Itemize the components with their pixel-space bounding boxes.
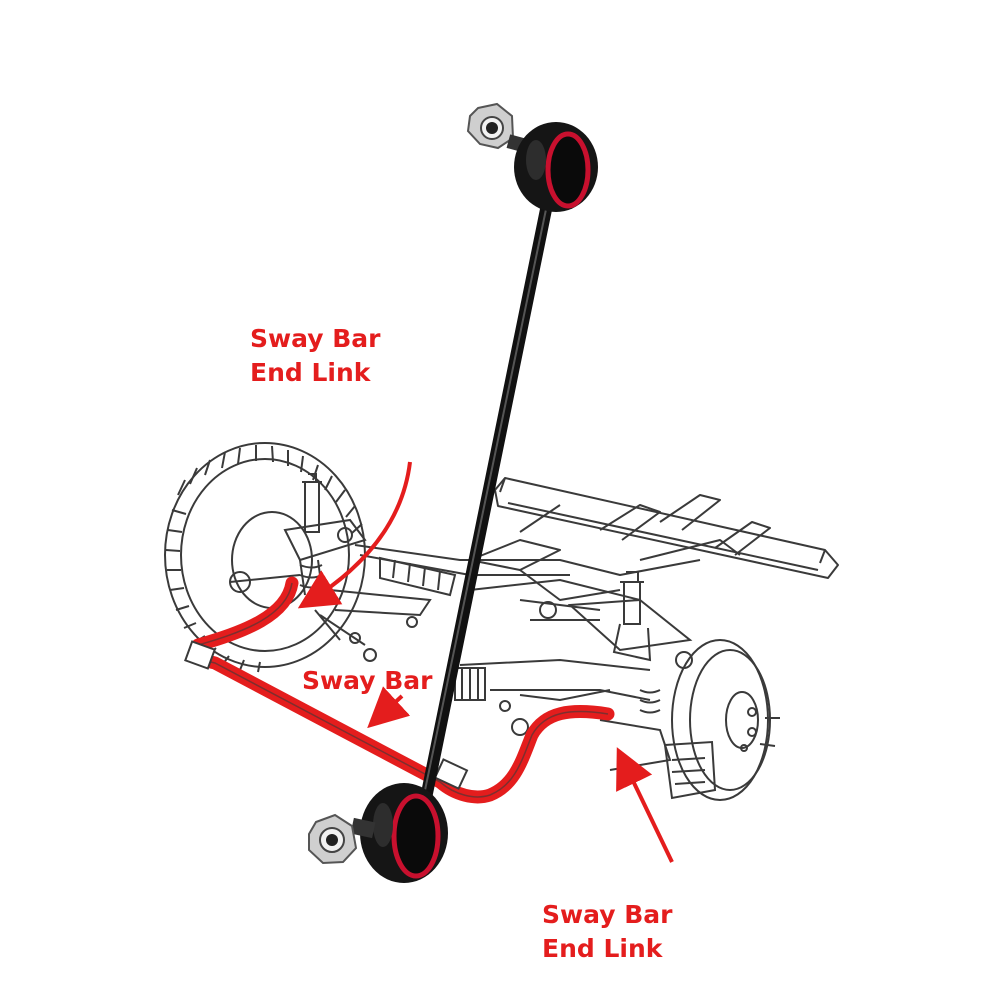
sway-bar-end-link-part — [308, 102, 598, 883]
end-link-top-ball-joint — [514, 122, 598, 212]
left-wheel-drawing — [164, 442, 366, 673]
end-link-bottom-arrow — [616, 747, 674, 863]
sway-bar-arrow — [367, 686, 411, 729]
label-line: End Link — [542, 934, 663, 963]
end-link-top-arrow — [297, 461, 412, 609]
label-sway-bar-end-link-bottom: Sway Bar End Link — [542, 898, 672, 966]
label-sway-bar: Sway Bar — [302, 664, 432, 698]
sway-bar-mount-clamps — [184, 640, 469, 790]
right-brake-rotor-drawing — [663, 639, 780, 801]
label-line: Sway Bar — [302, 666, 433, 695]
label-line: Sway Bar — [250, 324, 381, 353]
label-line: End Link — [250, 358, 371, 387]
right-suspension-drawing — [454, 571, 693, 771]
end-link-bottom-nut — [308, 813, 358, 865]
label-line: Sway Bar — [542, 900, 673, 929]
end-link-top-nut — [466, 102, 515, 150]
left-suspension-drawing — [229, 473, 457, 662]
end-link-bottom-ball-joint — [360, 783, 448, 883]
label-sway-bar-end-link-top: Sway Bar End Link — [250, 322, 380, 390]
